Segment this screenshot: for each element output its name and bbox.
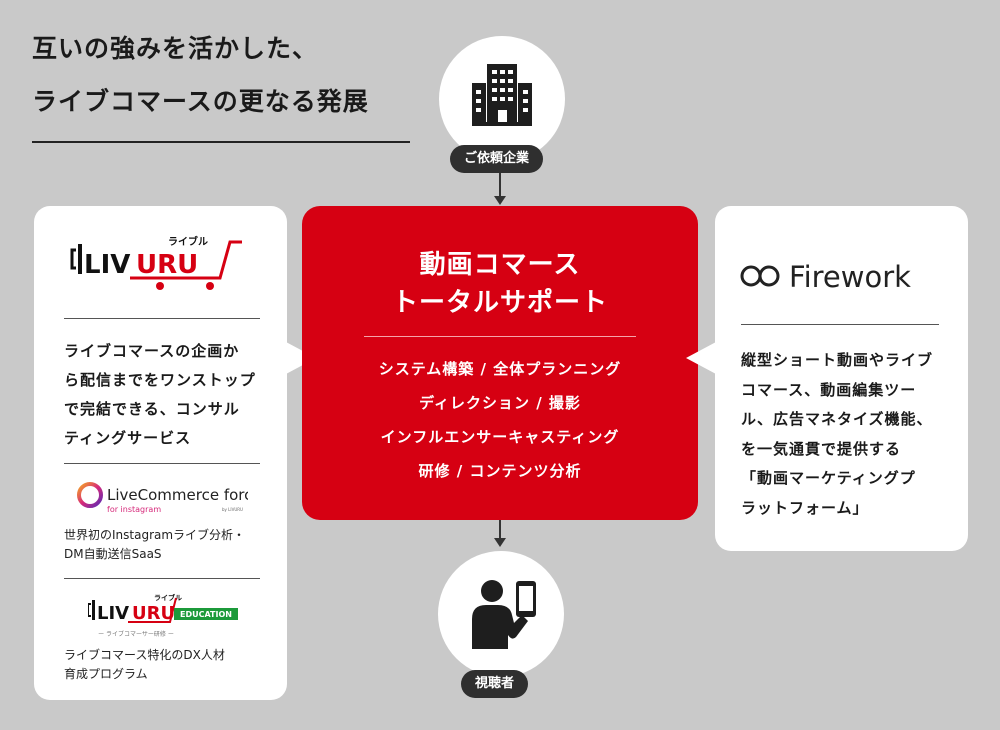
desc-line: ライブコマースの企画か [64,342,240,360]
arrow-client-to-center [499,173,501,199]
desc-line: ル、広告マネタイズ機能、 [741,410,933,428]
firework-logo: Firework [740,260,911,294]
client-circle [439,36,565,162]
livuru-ruby: ライブル [168,235,208,248]
edu-description: ライブコマース特化のDX人材 育成プログラム [64,646,225,684]
center-divider [364,336,636,337]
edu-ruby: ライブル [154,593,182,602]
livuru-card: LIV URU ライブル ライブコマースの企画か ら配信までをワンストップ で完… [34,206,287,700]
desc-line: 「動画マーケティングプ [741,469,916,487]
livuru-logo: LIV URU ライブル [70,235,242,290]
desc-line: ライブコマース特化のDX人材 [64,648,225,662]
lcf-logo-text: LiveCommerce force [107,486,248,504]
lcf-tiny-text: by LIVURU [222,507,243,512]
desc-line: ら配信までをワンストップ [64,371,256,389]
service-item: インフルエンサーキャスティング [380,428,620,446]
desc-line: 世界初のInstagramライブ分析・ [64,528,246,542]
edu-badge-text: EDUCATION [180,610,232,619]
firework-card: Firework 縦型ショート動画やライブ コマース、動画編集ツー ル、広告マネ… [715,206,968,551]
viewer-label: 視聴者 [461,670,529,698]
desc-line: コマース、動画編集ツー [741,380,917,399]
desc-line: ラットフォーム」 [741,498,869,517]
arrow-viewer-head [494,538,506,547]
livuru-description: ライブコマースの企画か ら配信までをワンストップ で完結できる、コンサル ティン… [64,337,256,453]
education-badge [174,608,238,620]
client-label: ご依頼企業 [450,145,544,173]
center-service-box: 動画コマース トータルサポート システム構築 / 全体プランニング ディレクショ… [302,206,698,520]
desc-line: ティングサービス [64,429,192,447]
heading-line-2: ライブコマースの更なる発展 [32,87,369,116]
edu-tagline: ー ライブコマーサー研修 ー [98,630,174,638]
service-item: ディレクション / 撮影 [419,394,581,412]
edu-logo-text-liv: LIV [97,603,129,624]
desc-line: で完結できる、コンサル [64,400,240,418]
divider [64,463,260,464]
firework-logo-text: Firework [789,260,911,294]
arrow-center-to-viewer [499,520,501,540]
lcf-description: 世界初のInstagramライブ分析・ DM自動送信SaaS [64,526,245,564]
desc-line: を一気通貫で提供する [741,439,902,458]
livecommerce-force-logo: LiveCommerce force for instagram by LIVU… [77,482,248,514]
livuru-logo-text-uru: URU [136,250,198,280]
infinity-icon [740,265,780,287]
divider [64,318,260,319]
diagram-heading: 互いの強みを活かした、 ライブコマースの更なる発展 [32,36,410,114]
right-card-pointer [686,342,716,374]
arrow-client-head [494,196,506,205]
person-with-smartphone-icon [472,580,536,649]
livuru-logo-text-liv: LIV [84,250,130,280]
desc-line: DM自動送信SaaS [64,547,162,561]
livuru-education-logo: LIV URU ライブル EDUCATION ー ライブコマーサー研修 ー [88,593,238,638]
firework-description: 縦型ショート動画やライブ コマース、動画編集ツー ル、広告マネタイズ機能、 を一… [741,346,933,523]
desc-line: 縦型ショート動画やライブ [741,351,934,369]
heading-line-1: 互いの強みを活かした、 [32,34,319,63]
divider [64,578,260,579]
viewer-circle [438,551,564,677]
lcf-sub-text: for instagram [107,505,161,514]
center-title-line-2: トータルサポート [391,288,608,318]
center-title-line-1: 動画コマース [419,250,581,280]
service-item: 研修 / コンテンツ分析 [418,462,582,480]
service-item: システム構築 / 全体プランニング [378,360,622,378]
edu-logo-text-uru: URU [132,603,175,624]
heading-underline [32,141,410,143]
office-building-icon [472,64,532,126]
desc-line: 育成プログラム [64,667,148,681]
divider [741,324,939,325]
